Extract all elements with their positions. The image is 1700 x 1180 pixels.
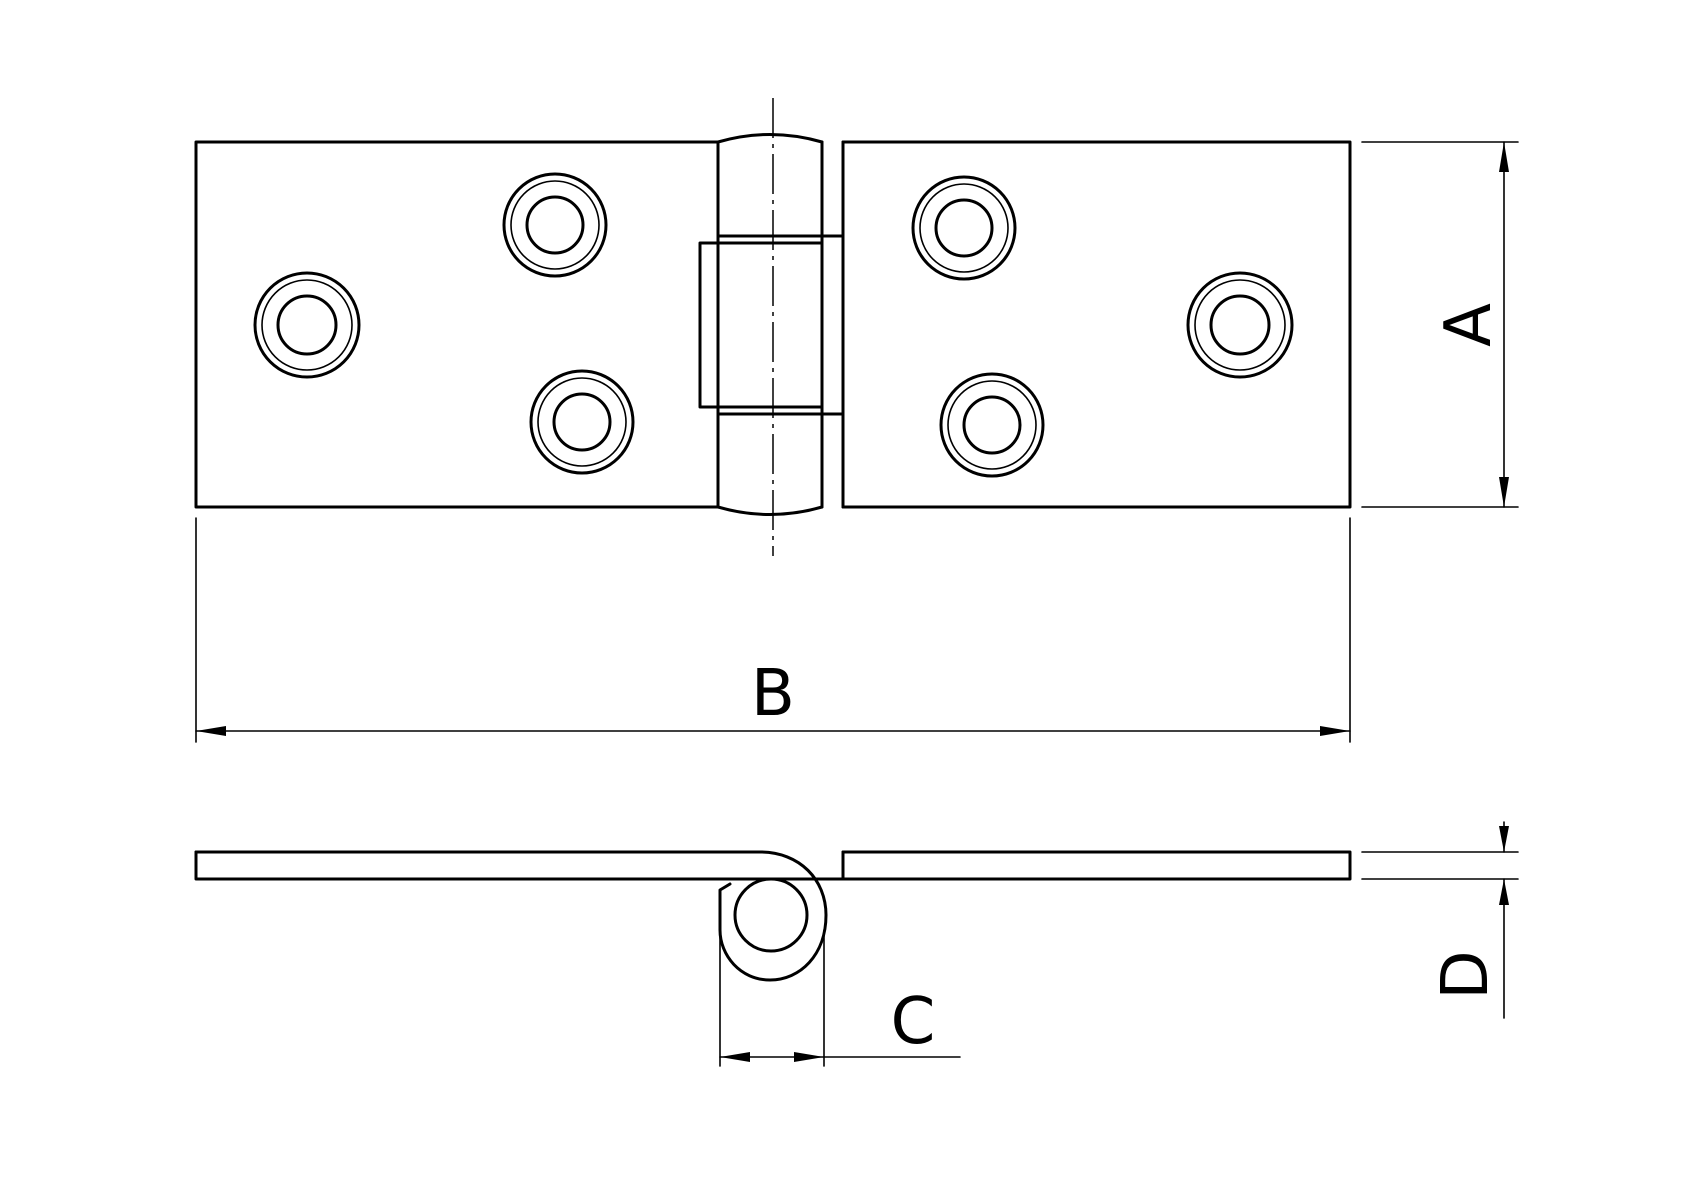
right-leaf [841, 140, 1352, 509]
dimension-b-label: B [751, 657, 795, 731]
left-leaf [194, 140, 720, 509]
screw-hole-right-3 [1186, 271, 1294, 379]
dimension-d-label: D [1429, 950, 1503, 999]
screw-hole-left-1 [253, 271, 361, 379]
screw-hole-left-3 [529, 369, 635, 475]
left-leaf-side [194, 850, 845, 881]
knuckle-roll [718, 850, 828, 982]
hinge-pin [733, 877, 809, 953]
hinge-top-view [194, 98, 1352, 556]
screw-hole-left-2 [502, 172, 608, 278]
dimension-b: B [195, 517, 1351, 743]
dimension-a-label: A [1432, 303, 1506, 347]
right-leaf-side [841, 850, 1352, 881]
dimension-d: D [1361, 821, 1519, 1019]
dimension-a: A [1361, 141, 1519, 508]
screw-hole-right-1 [911, 175, 1017, 281]
knuckle [698, 133, 845, 516]
dimension-c: C [719, 929, 961, 1067]
screw-hole-right-2 [939, 372, 1045, 478]
dimension-c-label: C [891, 985, 936, 1059]
hinge-side-view [194, 850, 1352, 982]
